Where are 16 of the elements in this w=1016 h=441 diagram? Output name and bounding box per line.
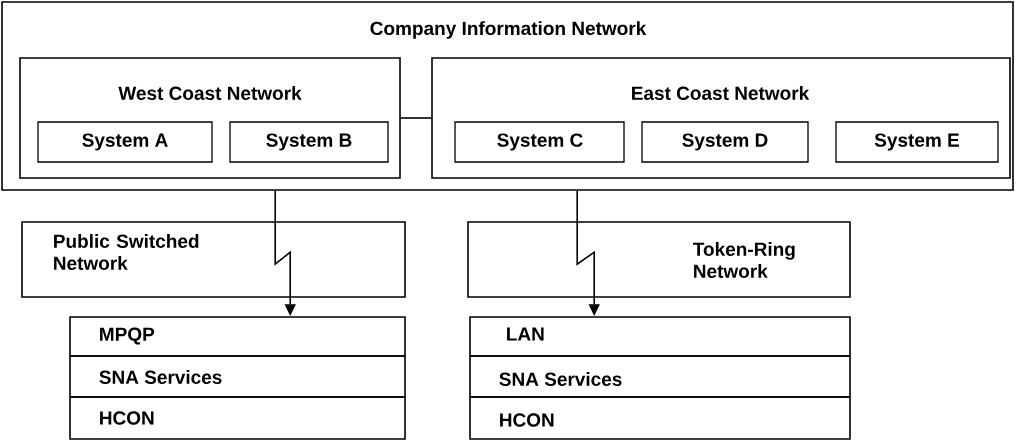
system-box: System C [454, 121, 625, 163]
connector-line [400, 117, 432, 119]
layer-box: HCON [469, 396, 851, 440]
system-box: System D [641, 121, 809, 163]
layer-box: HCON [69, 396, 406, 440]
system-box: System E [835, 121, 999, 163]
connector-line [274, 190, 276, 222]
system-box: System A [37, 121, 213, 163]
network-box: Token-Ring Network [467, 221, 851, 298]
connector-line [576, 190, 578, 222]
layer-box: LAN [469, 316, 851, 357]
layer-box: SNA Services [469, 355, 851, 398]
system-box: System B [229, 121, 389, 163]
network-box: Public Switched Network [21, 221, 406, 298]
layer-box: SNA Services [69, 355, 406, 398]
layer-box: MPQP [69, 316, 406, 357]
